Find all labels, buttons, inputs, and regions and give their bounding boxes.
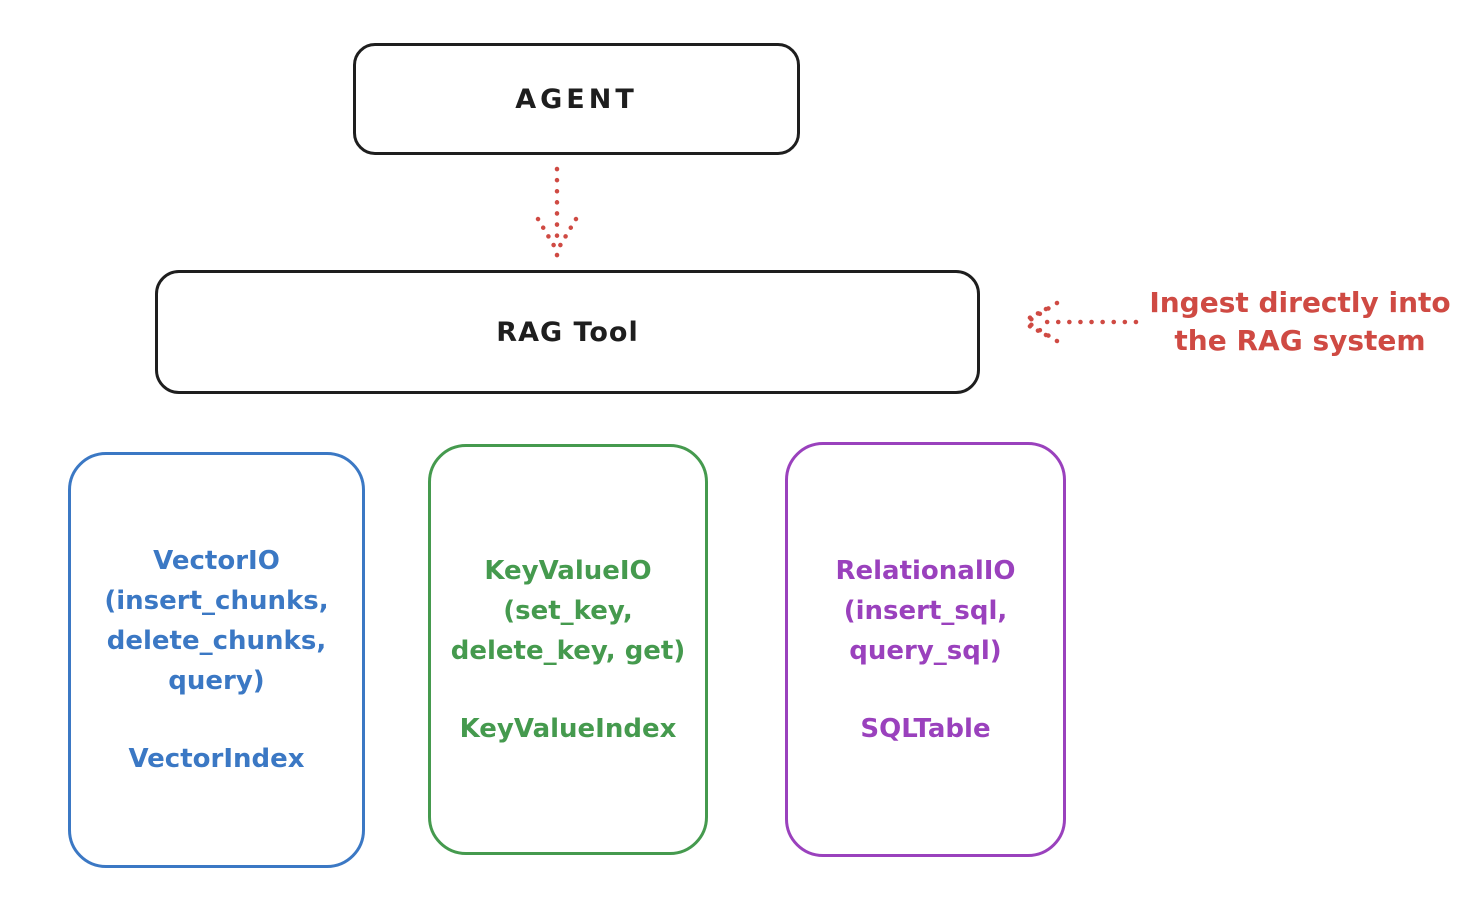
keyvalueio-title: KeyValueIO (set_key, delete_key, get) — [451, 551, 686, 671]
vectorio-title: VectorIO (insert_chunks, delete_chunks, … — [104, 541, 328, 701]
annotation-line-2: the RAG system — [1174, 324, 1426, 357]
relationalio-title: RelationalIO (insert_sql, query_sql) — [835, 551, 1015, 671]
relationalio-line: RelationalIO — [835, 555, 1016, 586]
keyvalueio-line: delete_key, get) — [450, 635, 686, 666]
annotation-line-1: Ingest directly into — [1149, 286, 1451, 319]
relationalio-line: query_sql) — [849, 635, 1002, 666]
vectorindex-label: VectorIndex — [128, 744, 305, 774]
vectorio-node: VectorIO (insert_chunks, delete_chunks, … — [68, 452, 365, 868]
agent-label: AGENT — [515, 83, 638, 115]
keyvalueindex-label: KeyValueIndex — [459, 713, 677, 744]
relationalio-line: (insert_sql, — [843, 595, 1008, 626]
keyvalueio-line: KeyValueIO — [484, 555, 652, 586]
rag-tool-node: RAG Tool — [155, 270, 980, 394]
agent-node: AGENT — [353, 43, 800, 155]
keyvalueio-node: KeyValueIO (set_key, delete_key, get) Ke… — [428, 444, 708, 855]
sqltable-label: SQLTable — [860, 713, 991, 744]
vectorio-line: VectorIO — [153, 546, 280, 576]
vectorio-line: delete_chunks, — [106, 626, 327, 656]
rag-tool-label: RAG Tool — [496, 316, 639, 348]
annotation-to-ragtool-arrow — [1019, 300, 1139, 344]
keyvalueio-line: (set_key, — [503, 595, 633, 626]
relationalio-node: RelationalIO (insert_sql, query_sql) SQL… — [785, 442, 1066, 857]
annotation-text: Ingest directly into the RAG system — [1138, 284, 1462, 360]
vectorio-line: (insert_chunks, — [104, 586, 329, 616]
vectorio-line: query) — [168, 666, 265, 696]
agent-to-ragtool-arrow — [535, 166, 579, 258]
